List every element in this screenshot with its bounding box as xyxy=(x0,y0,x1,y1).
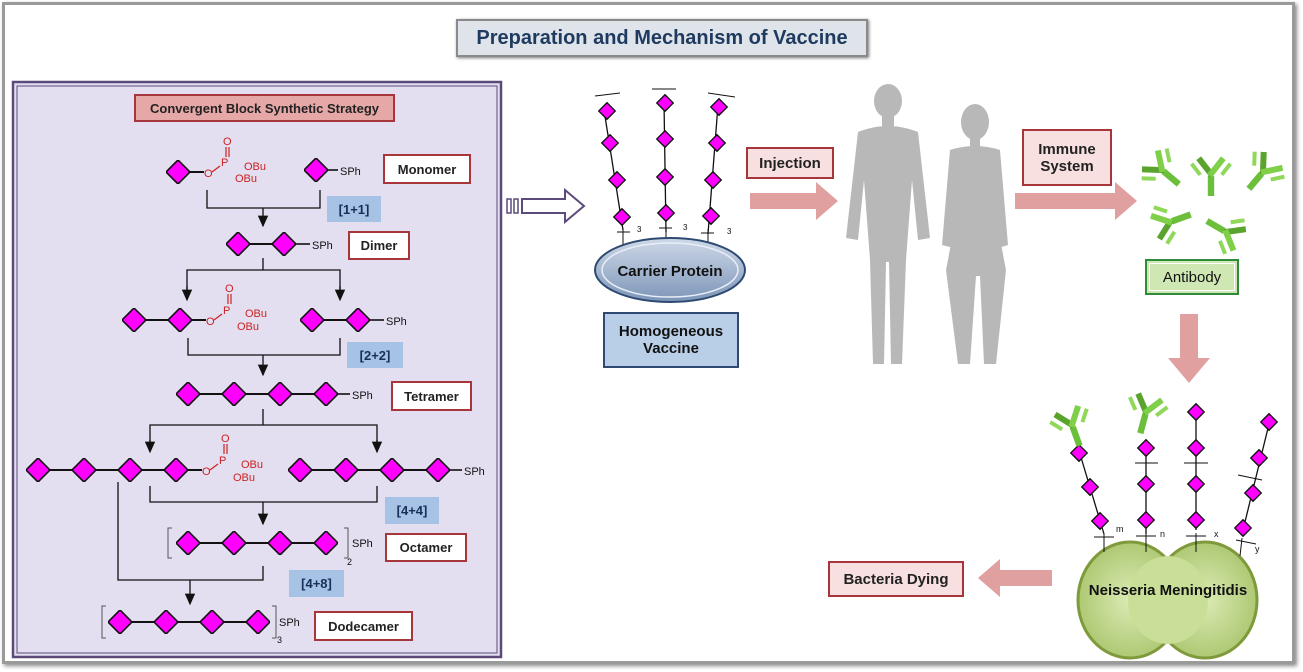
octamer-structure: SPh 2 xyxy=(167,527,373,567)
svg-text:O: O xyxy=(225,283,234,295)
tetramer-donor: O P O OBu OBu xyxy=(26,433,263,484)
svg-text:O: O xyxy=(221,433,230,445)
male-silhouette xyxy=(846,84,930,364)
svg-text:P: P xyxy=(219,455,226,467)
svg-text:3: 3 xyxy=(727,227,732,236)
bacteria-cell: Neisseria Meningitidis xyxy=(1076,540,1259,660)
svg-text:n: n xyxy=(1160,529,1165,539)
donor-monomer: O P O OBu OBu xyxy=(166,136,266,185)
tetramer-acceptor: SPh xyxy=(288,458,485,482)
carrier-protein: Carrier Protein xyxy=(594,237,746,303)
injection-label: Injection xyxy=(746,147,834,179)
bacteria-chains: m n x y xyxy=(1070,403,1278,557)
dimer-structure: SPh xyxy=(226,232,333,256)
step-4-4-tag: [4+4] xyxy=(385,497,439,524)
svg-text:3: 3 xyxy=(683,223,688,232)
homogeneous-vaccine-label: Homogeneous Vaccine xyxy=(603,312,739,368)
step-1-1-tag: [1+1] xyxy=(327,196,381,222)
antibody-label: Antibody xyxy=(1145,259,1239,295)
bound-antibodies xyxy=(1046,389,1171,453)
svg-text:P: P xyxy=(221,157,228,169)
page-title: Preparation and Mechanism of Vaccine xyxy=(456,19,868,57)
svg-text:OBu: OBu xyxy=(235,173,257,185)
immune-system-label: Immune System xyxy=(1022,129,1112,186)
tetramer-label: Tetramer xyxy=(391,381,472,411)
down-arrow xyxy=(1168,314,1210,383)
svg-text:P: P xyxy=(223,305,230,317)
svg-text:SPh: SPh xyxy=(352,390,373,402)
dimer-acceptor: SPh xyxy=(300,308,407,332)
svg-text:SPh: SPh xyxy=(340,166,361,178)
svg-text:3: 3 xyxy=(277,635,282,645)
female-silhouette xyxy=(942,104,1008,364)
immune-arrow xyxy=(1015,182,1137,220)
step-4-8-tag: [4+8] xyxy=(289,570,344,597)
acceptor-monomer: SPh xyxy=(304,158,361,182)
tetramer-structure: SPh xyxy=(176,382,373,406)
svg-text:O: O xyxy=(206,316,215,328)
dimer-donor: O P O OBu OBu xyxy=(122,283,267,333)
hollow-arrow xyxy=(506,187,586,225)
outer-frame xyxy=(2,2,1295,664)
svg-text:m: m xyxy=(1116,524,1124,534)
svg-text:OBu: OBu xyxy=(233,472,255,484)
injection-arrow xyxy=(750,182,838,220)
svg-text:Neisseria Meningitidis: Neisseria Meningitidis xyxy=(1089,582,1247,599)
svg-text:O: O xyxy=(223,136,232,148)
svg-text:O: O xyxy=(204,168,213,180)
svg-text:OBu: OBu xyxy=(237,321,259,333)
svg-text:OBu: OBu xyxy=(244,161,266,173)
svg-text:y: y xyxy=(1255,544,1260,554)
svg-text:SPh: SPh xyxy=(352,538,373,550)
svg-text:Carrier Protein: Carrier Protein xyxy=(617,263,722,280)
step-2-2-tag: [2+2] xyxy=(347,342,403,368)
svg-text:SPh: SPh xyxy=(386,316,407,328)
death-arrow xyxy=(978,559,1052,597)
svg-text:SPh: SPh xyxy=(312,240,333,252)
svg-text:OBu: OBu xyxy=(241,459,263,471)
svg-text:x: x xyxy=(1214,529,1219,539)
svg-text:OBu: OBu xyxy=(245,308,267,320)
svg-text:2: 2 xyxy=(347,557,352,567)
svg-text:O: O xyxy=(202,466,211,478)
strategy-title: Convergent Block Synthetic Strategy xyxy=(134,94,395,122)
octamer-label: Octamer xyxy=(385,533,467,562)
dodecamer-label: Dodecamer xyxy=(314,611,413,641)
antibody-cluster xyxy=(1135,142,1291,259)
human-silhouettes xyxy=(846,84,1008,364)
monomer-label: Monomer xyxy=(383,154,471,184)
svg-text:SPh: SPh xyxy=(279,617,300,629)
svg-text:3: 3 xyxy=(637,225,642,234)
svg-text:SPh: SPh xyxy=(464,466,485,478)
dimer-label: Dimer xyxy=(348,231,410,260)
vaccine-chains: 3 3 3 xyxy=(594,88,736,246)
dodecamer-structure: SPh 3 xyxy=(101,605,300,645)
bacteria-dying-label: Bacteria Dying xyxy=(828,561,964,597)
